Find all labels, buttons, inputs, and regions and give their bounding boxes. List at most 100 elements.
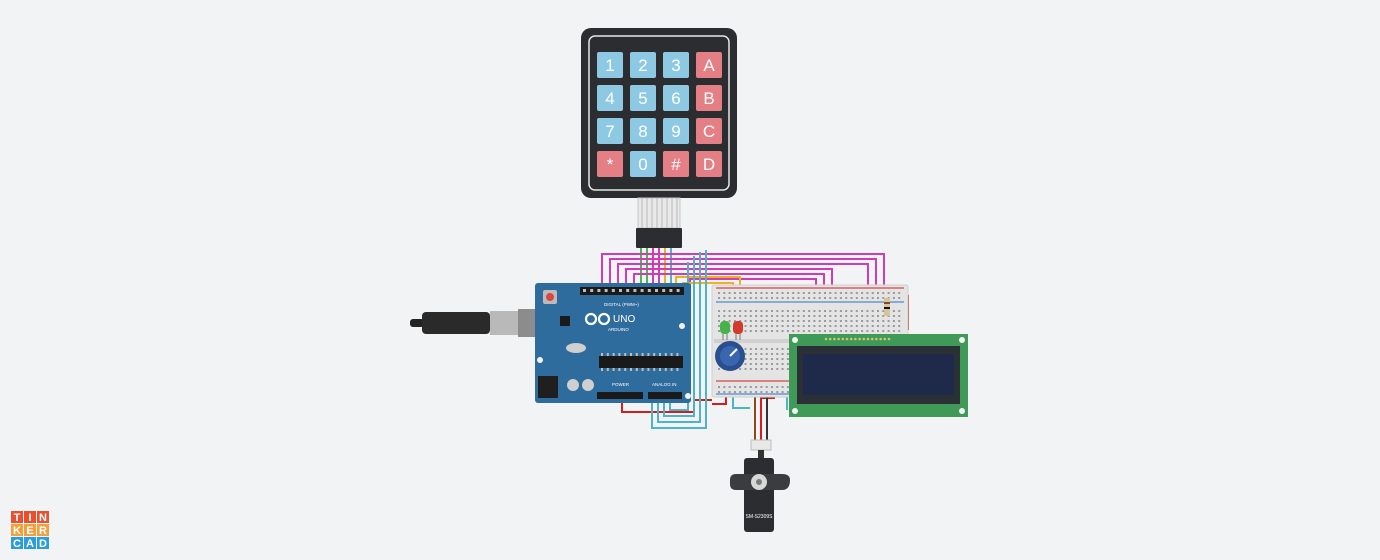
logo-cell: R — [37, 524, 49, 537]
mount-hole-1 — [679, 323, 685, 329]
keypad-key-4[interactable]: 4 — [597, 85, 623, 111]
keypad-key-7[interactable]: 7 — [597, 118, 623, 144]
digital-pin[interactable] — [626, 289, 630, 292]
chip-leg — [647, 368, 650, 371]
breadboard-hole — [739, 292, 742, 294]
breadboard-hole — [839, 315, 842, 317]
lcd-pin — [845, 337, 849, 341]
digital-pin[interactable] — [583, 289, 586, 292]
keypad-key-B[interactable]: B — [696, 85, 722, 111]
breadboard-hole — [749, 315, 752, 317]
breadboard-hole — [882, 292, 885, 294]
keypad-key-1[interactable]: 1 — [597, 52, 623, 78]
digital-pin[interactable] — [676, 289, 680, 292]
logo-cell: C — [11, 537, 23, 550]
breadboard-hole — [765, 310, 768, 312]
breadboard-hole — [781, 391, 784, 393]
wire-teal-a1[interactable] — [651, 250, 707, 429]
breadboard-hole — [739, 297, 742, 299]
digital-pin[interactable] — [590, 289, 594, 292]
breadboard-hole — [765, 353, 768, 355]
breadboard-hole — [728, 315, 731, 317]
potentiometer[interactable] — [715, 341, 745, 371]
breadboard-hole — [882, 315, 885, 317]
breadboard-hole — [755, 292, 758, 294]
breadboard-hole — [718, 325, 720, 327]
keypad-key-face — [696, 85, 722, 111]
breadboard-hole — [733, 292, 736, 294]
keypad-key-A[interactable]: A — [696, 52, 722, 78]
breadboard-hole — [771, 320, 773, 322]
wire-servo-red[interactable] — [760, 397, 775, 440]
keypad-key-C[interactable]: C — [696, 118, 722, 144]
breadboard-hole — [760, 297, 763, 299]
breadboard-hole — [749, 363, 752, 365]
keypad-key-6[interactable]: 6 — [663, 85, 689, 111]
digital-pin[interactable] — [611, 289, 615, 292]
wire-teal-a3[interactable] — [663, 256, 695, 417]
breadboard-hole — [744, 368, 747, 370]
digital-pin[interactable] — [647, 289, 651, 292]
breadboard-hole — [887, 292, 890, 294]
digital-pin[interactable] — [597, 289, 601, 292]
logo-letter: T — [14, 512, 21, 524]
chip-leg — [606, 368, 609, 371]
arduino-uno[interactable]: DIGITAL (PWM~) UNO ARDUINO POWER ANALOG … — [535, 283, 691, 403]
breadboard-hole — [892, 310, 895, 312]
keypad-key-label: 2 — [638, 56, 647, 75]
breadboard-hole — [834, 315, 837, 317]
keypad-key-0[interactable]: 0 — [630, 151, 656, 177]
breadboard-hole — [733, 297, 736, 299]
breadboard-hole — [855, 320, 858, 322]
digital-pin[interactable] — [604, 289, 608, 292]
digital-pin[interactable] — [662, 289, 666, 292]
digital-pin[interactable] — [655, 289, 658, 292]
breadboard-hole — [749, 358, 752, 360]
wire-lcd-1[interactable] — [601, 253, 885, 312]
keypad-key-*[interactable]: * — [597, 151, 623, 177]
breadboard-hole — [824, 292, 826, 294]
breadboard-hole — [882, 297, 885, 299]
chip-leg — [659, 353, 661, 356]
led-green[interactable] — [720, 321, 730, 340]
keypad-key-face — [630, 52, 656, 78]
keypad-key-label: 9 — [671, 122, 680, 141]
usb-cable[interactable] — [410, 309, 542, 337]
keypad-key-8[interactable]: 8 — [630, 118, 656, 144]
breadboard-hole — [718, 310, 720, 312]
keypad-key-2[interactable]: 2 — [630, 52, 656, 78]
digital-pin[interactable] — [619, 289, 622, 292]
wire-teal-a2[interactable] — [657, 252, 701, 423]
keypad-key-label: C — [703, 122, 715, 141]
resistor[interactable] — [884, 298, 890, 316]
keypad-key-#[interactable]: # — [663, 151, 689, 177]
breadboard-hole — [887, 320, 890, 322]
breadboard-hole — [776, 368, 779, 370]
lcd-pin — [887, 337, 891, 341]
breadboard-hole — [776, 391, 779, 393]
breadboard-hole — [728, 386, 731, 388]
digital-pin[interactable] — [640, 289, 644, 292]
breadboard-hole — [824, 297, 826, 299]
breadboard-hole — [755, 325, 758, 327]
breadboard-hole — [829, 325, 832, 327]
digital-pin[interactable] — [633, 289, 637, 292]
breadboard-hole — [892, 320, 895, 322]
keypad-key-D[interactable]: D — [696, 151, 722, 177]
keypad-key-5[interactable]: 5 — [630, 85, 656, 111]
digital-pin[interactable] — [669, 289, 673, 292]
breadboard-hole — [744, 386, 747, 388]
breadboard-hole — [877, 310, 879, 312]
keypad-key-3[interactable]: 3 — [663, 52, 689, 78]
lcd-pin — [858, 337, 861, 341]
servo[interactable]: SM-S2309S — [730, 439, 790, 532]
breadboard-hole — [776, 315, 779, 317]
keypad-key-9[interactable]: 9 — [663, 118, 689, 144]
lcd-display[interactable] — [789, 334, 968, 417]
led-red[interactable] — [733, 321, 743, 340]
chip-leg — [676, 368, 679, 371]
breadboard-hole — [845, 315, 848, 317]
breadboard-hole — [808, 315, 811, 317]
